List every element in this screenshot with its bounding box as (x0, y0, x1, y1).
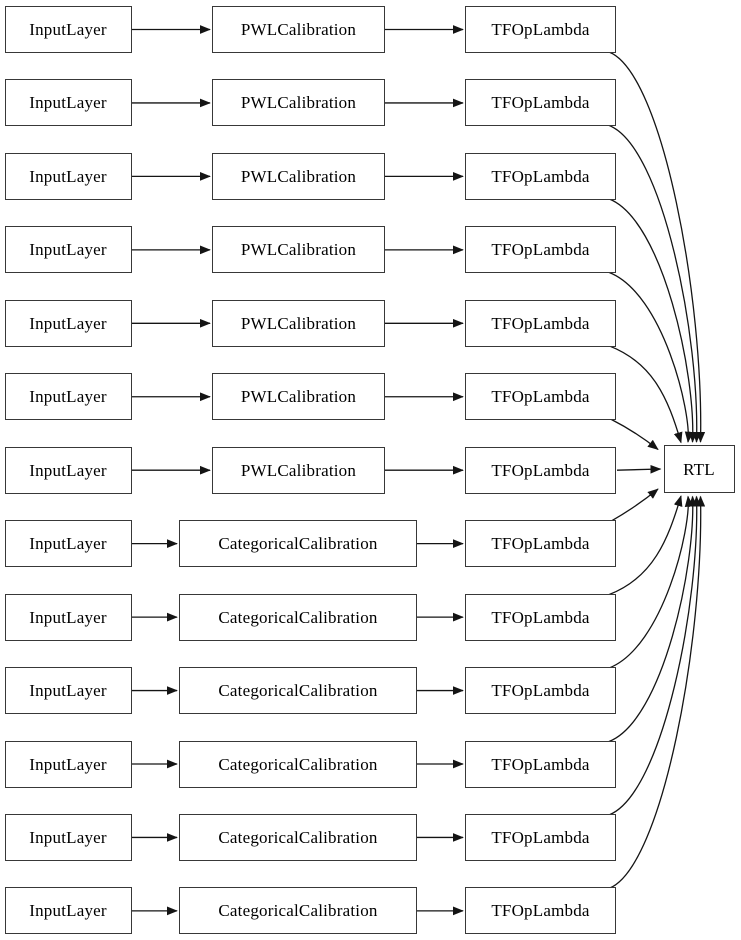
node-tfoplambda-2: TFOpLambda (465, 152, 616, 200)
node-tfoplambda-7: TFOpLambda (465, 520, 616, 568)
edge-op-to-rtl-7 (610, 488, 659, 522)
node-input-layer-0: InputLayer (4, 6, 132, 53)
edge-op-to-rtl-1 (608, 124, 702, 443)
node-tfoplambda-6: TFOpLambda (465, 446, 616, 494)
edge-op-to-rtl-6 (616, 464, 662, 474)
edge-op-to-rtl-3 (608, 271, 694, 443)
node-input-layer-6: InputLayer (4, 446, 132, 494)
node-tfoplambda-8: TFOpLambda (465, 593, 616, 641)
node-input-layer-5: InputLayer (4, 373, 132, 421)
node-input-layer-1: InputLayer (4, 79, 132, 127)
edge-op-to-rtl-4 (608, 345, 683, 444)
edge-op-to-rtl-8 (608, 495, 683, 596)
node-input-layer-3: InputLayer (4, 226, 132, 274)
node-tfoplambda-0: TFOpLambda (465, 6, 616, 53)
node-tfoplambda-3: TFOpLambda (465, 226, 616, 274)
node-calibration-8: CategoricalCalibration (179, 593, 417, 641)
node-input-layer-2: InputLayer (4, 152, 132, 200)
node-calibration-11: CategoricalCalibration (179, 813, 417, 861)
node-input-layer-10: InputLayer (4, 740, 132, 788)
node-tfoplambda-1: TFOpLambda (465, 79, 616, 127)
node-calibration-0: PWLCalibration (212, 6, 385, 53)
node-input-layer-8: InputLayer (4, 593, 132, 641)
node-tfoplambda-5: TFOpLambda (465, 373, 616, 421)
node-calibration-10: CategoricalCalibration (179, 740, 417, 788)
node-tfoplambda-10: TFOpLambda (465, 740, 616, 788)
node-rtl: RTL (663, 445, 735, 493)
node-calibration-9: CategoricalCalibration (179, 667, 417, 715)
node-tfoplambda-4: TFOpLambda (465, 299, 616, 347)
edge-op-to-rtl-9 (608, 495, 694, 669)
edge-op-to-rtl-5 (610, 418, 659, 451)
node-tfoplambda-9: TFOpLambda (465, 667, 616, 715)
edge-op-to-rtl-2 (608, 198, 698, 443)
node-tfoplambda-11: TFOpLambda (465, 813, 616, 861)
node-calibration-4: PWLCalibration (212, 299, 385, 347)
node-calibration-12: CategoricalCalibration (179, 887, 417, 935)
edge-op-to-rtl-0 (608, 51, 706, 443)
node-input-layer-11: InputLayer (4, 813, 132, 861)
node-calibration-6: PWLCalibration (212, 446, 385, 494)
node-calibration-7: CategoricalCalibration (179, 520, 417, 568)
node-input-layer-4: InputLayer (4, 299, 132, 347)
node-input-layer-12: InputLayer (4, 887, 132, 935)
edge-op-to-rtl-12 (608, 495, 706, 890)
node-calibration-1: PWLCalibration (212, 79, 385, 127)
node-input-layer-9: InputLayer (4, 667, 132, 715)
edge-op-to-rtl-10 (608, 495, 698, 743)
node-input-layer-7: InputLayer (4, 520, 132, 568)
node-tfoplambda-12: TFOpLambda (465, 887, 616, 935)
node-calibration-2: PWLCalibration (212, 152, 385, 200)
node-calibration-5: PWLCalibration (212, 373, 385, 421)
node-calibration-3: PWLCalibration (212, 226, 385, 274)
edge-op-to-rtl-11 (608, 495, 702, 816)
